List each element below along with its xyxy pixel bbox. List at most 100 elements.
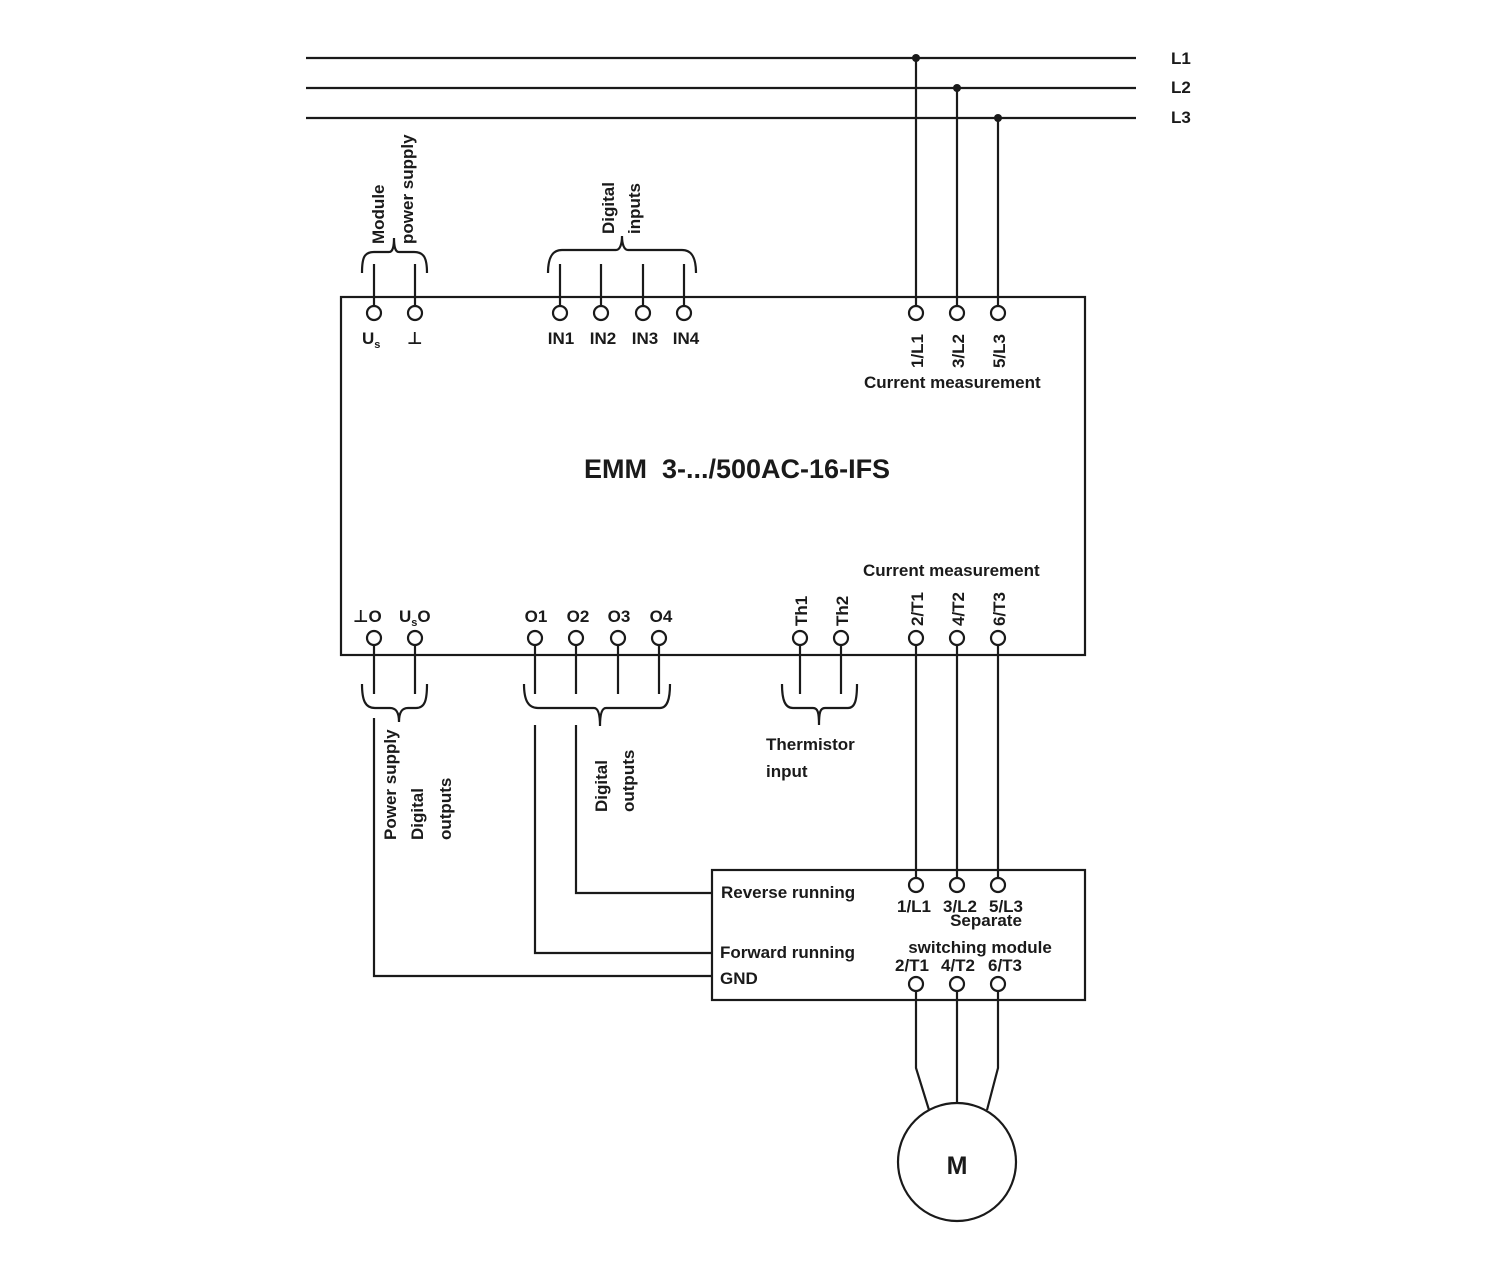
digital-inputs-group: Digital inputs <box>546 182 698 306</box>
supply-lines: L1 L2 L3 <box>306 49 1191 306</box>
terminal-4-t2[interactable] <box>948 629 966 647</box>
module-power-label-2: power supply <box>398 134 417 244</box>
control-wiring <box>372 718 712 978</box>
sw-3-l2-label: 3/L2 <box>943 897 977 916</box>
in1-label: IN1 <box>548 329 574 348</box>
terminal-in2[interactable] <box>592 304 610 322</box>
sw-terminal-4-t2[interactable] <box>948 975 966 993</box>
switching-module-label: switching module <box>908 938 1052 957</box>
motor-symbol <box>896 1101 1018 1223</box>
digital-outputs-label-1: Digital <box>592 760 611 812</box>
terminal-us[interactable] <box>365 304 383 322</box>
o2-label: O2 <box>567 607 590 626</box>
terminal-1-l1-label: 1/L1 <box>908 334 927 368</box>
module-bottom-terminals: Current measurement ⊥O UsO O1 O2 O3 O4 T… <box>353 561 1040 647</box>
terminal-6-t3[interactable] <box>989 629 1007 647</box>
terminal-5-l3[interactable] <box>989 304 1007 322</box>
sw-terminal-1-l1[interactable] <box>907 876 925 894</box>
module-top-terminals: Us ⊥ IN1 IN2 IN3 IN4 1/L1 3/L2 5/L3 Curr… <box>362 304 1041 392</box>
current-measurement-bottom: Current measurement <box>863 561 1040 580</box>
thermistor-label-1: Thermistor <box>766 735 855 754</box>
sw-2-t1-label: 2/T1 <box>895 956 929 975</box>
wire-gnd <box>372 718 712 978</box>
terminal-2-t1-label: 2/T1 <box>908 592 927 626</box>
thermistor-input-group: Thermistor input <box>766 645 859 781</box>
wire-forward <box>533 725 712 955</box>
gnd-label-switching: GND <box>720 969 758 988</box>
motor-label: M <box>947 1152 968 1180</box>
power-supply-outputs-label-2: Digital <box>408 788 427 840</box>
module-power-supply-group: Module power supply <box>360 134 429 306</box>
line-l1-label: L1 <box>1171 49 1191 68</box>
digital-outputs-group: Digital outputs <box>522 645 672 812</box>
line-l2-label: L2 <box>1171 78 1191 97</box>
power-supply-outputs-group: Power supply Digital outputs <box>360 645 455 840</box>
module-power-brace <box>360 237 429 274</box>
terminal-3-l2[interactable] <box>948 304 966 322</box>
load-wiring-upper <box>914 645 1000 878</box>
terminal-3-l2-label: 3/L2 <box>949 334 968 368</box>
sw-1-l1-label: 1/L1 <box>897 897 931 916</box>
digital-outputs-label-2: outputs <box>619 750 638 812</box>
power-supply-outputs-brace <box>360 683 429 723</box>
us-o-label: UsO <box>399 607 431 629</box>
terminal-1-l1[interactable] <box>907 304 925 322</box>
module-power-label-1: Module <box>369 185 388 245</box>
thermistor-brace <box>780 683 859 726</box>
terminal-6-t3-label: 6/T3 <box>990 592 1009 626</box>
sw-terminal-2-t1[interactable] <box>907 975 925 993</box>
terminal-o2[interactable] <box>567 629 585 647</box>
terminal-2-t1[interactable] <box>907 629 925 647</box>
in2-label: IN2 <box>590 329 616 348</box>
power-supply-outputs-label-1: Power supply <box>381 729 400 840</box>
terminal-th2[interactable] <box>832 629 850 647</box>
forward-running-label: Forward running <box>720 943 855 962</box>
module-title: EMM 3-.../500AC-16-IFS <box>584 454 890 484</box>
gnd-o-label: ⊥O <box>353 607 382 626</box>
digital-outputs-brace <box>522 683 672 727</box>
switching-module-box <box>710 868 1087 1002</box>
motor-wire-w <box>985 991 1000 1111</box>
sw-5-l3-label: 5/L3 <box>989 897 1023 916</box>
terminal-o1[interactable] <box>526 629 544 647</box>
thermistor-label-2: input <box>766 762 808 781</box>
sw-6-t3-label: 6/T3 <box>988 956 1022 975</box>
in4-label: IN4 <box>673 329 700 348</box>
th2-label: Th2 <box>833 596 852 626</box>
th1-label: Th1 <box>792 596 811 626</box>
gnd-label: ⊥ <box>407 329 423 348</box>
wire-reverse <box>574 725 712 895</box>
sw-4-t2-label: 4/T2 <box>941 956 975 975</box>
in3-label: IN3 <box>632 329 658 348</box>
terminal-o4[interactable] <box>650 629 668 647</box>
o1-label: O1 <box>525 607 548 626</box>
terminal-us-o[interactable] <box>406 629 424 647</box>
terminal-in3[interactable] <box>634 304 652 322</box>
digital-inputs-brace <box>546 235 698 274</box>
digital-inputs-label-2: inputs <box>625 183 644 234</box>
sw-terminal-3-l2[interactable] <box>948 876 966 894</box>
terminal-5-l3-label: 5/L3 <box>990 334 1009 368</box>
power-supply-outputs-label-3: outputs <box>436 778 455 840</box>
terminal-gnd-o[interactable] <box>365 629 383 647</box>
sw-terminal-5-l3[interactable] <box>989 876 1007 894</box>
sw-terminal-6-t3[interactable] <box>989 975 1007 993</box>
us-label: Us <box>362 329 380 351</box>
separate-label: Separate <box>950 911 1022 930</box>
o4-label: O4 <box>650 607 673 626</box>
motor-wire-u <box>914 991 931 1111</box>
current-measurement-top: Current measurement <box>864 373 1041 392</box>
emm-module-box <box>339 295 1087 657</box>
terminal-in4[interactable] <box>675 304 693 322</box>
terminal-4-t2-label: 4/T2 <box>949 592 968 626</box>
terminal-gnd[interactable] <box>406 304 424 322</box>
line-l3-label: L3 <box>1171 108 1191 127</box>
terminal-in1[interactable] <box>551 304 569 322</box>
terminal-th1[interactable] <box>791 629 809 647</box>
terminal-o3[interactable] <box>609 629 627 647</box>
digital-inputs-label-1: Digital <box>599 182 618 234</box>
motor-wiring <box>914 991 1000 1111</box>
o3-label: O3 <box>608 607 631 626</box>
switching-module-content: Reverse running Forward running GND 1/L1… <box>720 876 1052 993</box>
